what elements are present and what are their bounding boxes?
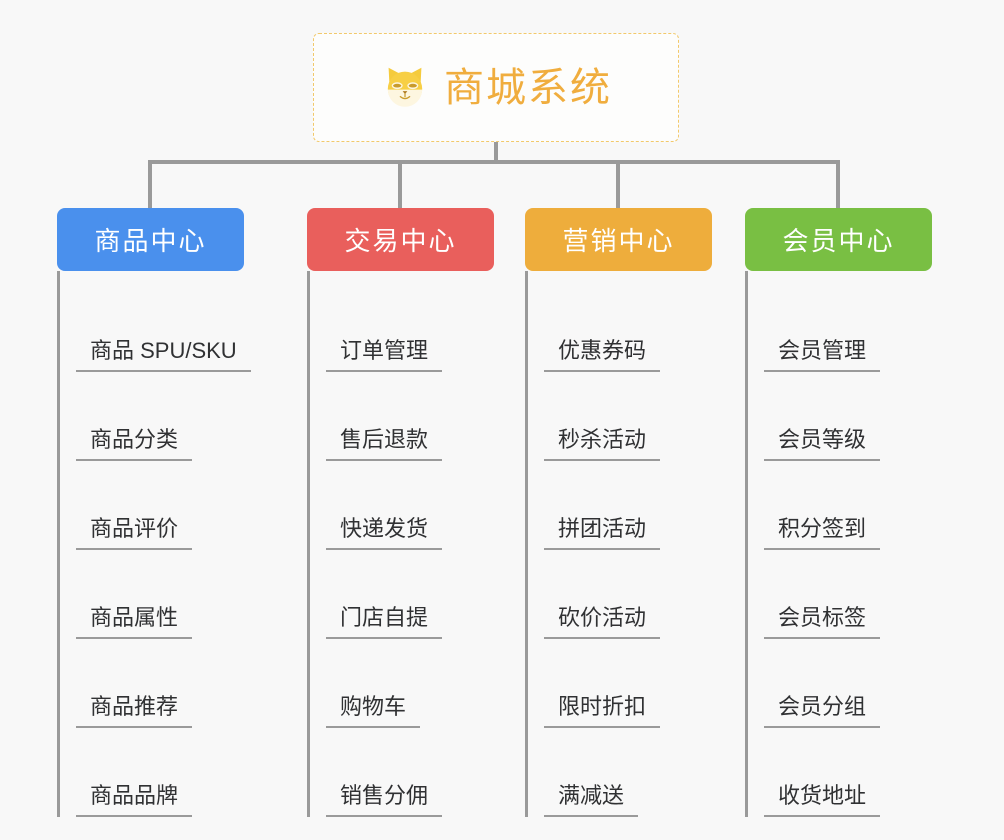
category-column-trade: 交易中心 订单管理 售后退款 快递发货 门店自提 购物车 销售分佣 xyxy=(307,208,527,817)
leaf-label: 售后退款 xyxy=(326,427,443,461)
root-title: 商城系统 xyxy=(444,65,612,110)
list-item[interactable]: 会员标签 xyxy=(764,550,932,639)
list-item[interactable]: 商品评价 xyxy=(76,461,244,550)
list-item[interactable]: 商品分类 xyxy=(76,372,244,461)
leaf-label: 收货地址 xyxy=(764,783,881,817)
list-item[interactable]: 购物车 xyxy=(326,639,494,728)
category-box-trade[interactable]: 交易中心 xyxy=(307,208,494,271)
list-item[interactable]: 会员等级 xyxy=(764,372,932,461)
leaf-label: 销售分佣 xyxy=(326,783,443,817)
category-box-member[interactable]: 会员中心 xyxy=(745,208,932,271)
list-item[interactable]: 门店自提 xyxy=(326,550,494,639)
leaf-label: 商品品牌 xyxy=(76,783,193,817)
leaf-label: 商品 SPU/SKU xyxy=(76,338,251,372)
leaf-label: 会员标签 xyxy=(764,605,881,639)
list-item[interactable]: 会员管理 xyxy=(764,283,932,372)
list-item[interactable]: 商品推荐 xyxy=(76,639,244,728)
list-item[interactable]: 满减送 xyxy=(544,728,712,817)
leaf-label: 积分签到 xyxy=(764,516,881,550)
category-column-marketing: 营销中心 优惠券码 秒杀活动 拼团活动 砍价活动 限时折扣 满减送 xyxy=(525,208,745,817)
leaf-label: 优惠券码 xyxy=(544,338,661,372)
root-node[interactable]: 商城系统 xyxy=(313,33,679,142)
list-item[interactable]: 收货地址 xyxy=(764,728,932,817)
connector-drop-4 xyxy=(836,160,840,208)
connector-drop-3 xyxy=(616,160,620,208)
leaf-list-marketing: 优惠券码 秒杀活动 拼团活动 砍价活动 限时折扣 满减送 xyxy=(525,271,712,817)
list-item[interactable]: 会员分组 xyxy=(764,639,932,728)
leaf-label: 快递发货 xyxy=(326,516,443,550)
list-item[interactable]: 拼团活动 xyxy=(544,461,712,550)
list-item[interactable]: 商品属性 xyxy=(76,550,244,639)
connector-horizontal-bus xyxy=(148,160,840,164)
list-item[interactable]: 优惠券码 xyxy=(544,283,712,372)
list-item[interactable]: 订单管理 xyxy=(326,283,494,372)
leaf-label: 满减送 xyxy=(544,783,639,817)
leaf-label: 商品评价 xyxy=(76,516,193,550)
list-item[interactable]: 秒杀活动 xyxy=(544,372,712,461)
category-title-member: 会员中心 xyxy=(782,226,895,256)
leaf-label: 商品分类 xyxy=(76,427,193,461)
connector-drop-2 xyxy=(398,160,402,208)
leaf-label: 购物车 xyxy=(326,694,421,728)
category-columns: 商品中心 商品 SPU/SKU 商品分类 商品评价 商品属性 商品推荐 商品品牌… xyxy=(0,208,1004,840)
list-item[interactable]: 商品 SPU/SKU xyxy=(76,283,251,372)
leaf-label: 限时折扣 xyxy=(544,694,661,728)
connector-drop-1 xyxy=(148,160,152,208)
leaf-label: 砍价活动 xyxy=(544,605,661,639)
list-item[interactable]: 砍价活动 xyxy=(544,550,712,639)
leaf-list-trade: 订单管理 售后退款 快递发货 门店自提 购物车 销售分佣 xyxy=(307,271,494,817)
connector-root-stem xyxy=(494,142,498,164)
list-item[interactable]: 商品品牌 xyxy=(76,728,244,817)
list-item[interactable]: 快递发货 xyxy=(326,461,494,550)
category-box-marketing[interactable]: 营销中心 xyxy=(525,208,712,271)
category-box-product[interactable]: 商品中心 xyxy=(57,208,244,271)
category-column-product: 商品中心 商品 SPU/SKU 商品分类 商品评价 商品属性 商品推荐 商品品牌 xyxy=(57,208,277,817)
leaf-label: 会员管理 xyxy=(764,338,881,372)
leaf-label: 拼团活动 xyxy=(544,516,661,550)
list-item[interactable]: 积分签到 xyxy=(764,461,932,550)
leaf-list-member: 会员管理 会员等级 积分签到 会员标签 会员分组 收货地址 xyxy=(745,271,932,817)
category-title-trade: 交易中心 xyxy=(344,226,457,256)
list-item[interactable]: 售后退款 xyxy=(326,372,494,461)
leaf-label: 订单管理 xyxy=(326,338,443,372)
list-item[interactable]: 限时折扣 xyxy=(544,639,712,728)
leaf-label: 秒杀活动 xyxy=(544,427,661,461)
dog-face-icon xyxy=(387,67,423,107)
leaf-label: 商品属性 xyxy=(76,605,193,639)
leaf-label: 会员等级 xyxy=(764,427,881,461)
list-item[interactable]: 销售分佣 xyxy=(326,728,494,817)
category-column-member: 会员中心 会员管理 会员等级 积分签到 会员标签 会员分组 收货地址 xyxy=(745,208,965,817)
root-node-content: 商城系统 xyxy=(380,63,612,113)
leaf-label: 商品推荐 xyxy=(76,694,193,728)
leaf-label: 会员分组 xyxy=(764,694,881,728)
leaf-list-product: 商品 SPU/SKU 商品分类 商品评价 商品属性 商品推荐 商品品牌 xyxy=(57,271,251,817)
category-title-marketing: 营销中心 xyxy=(562,226,675,256)
leaf-label: 门店自提 xyxy=(326,605,443,639)
category-title-product: 商品中心 xyxy=(94,226,207,256)
